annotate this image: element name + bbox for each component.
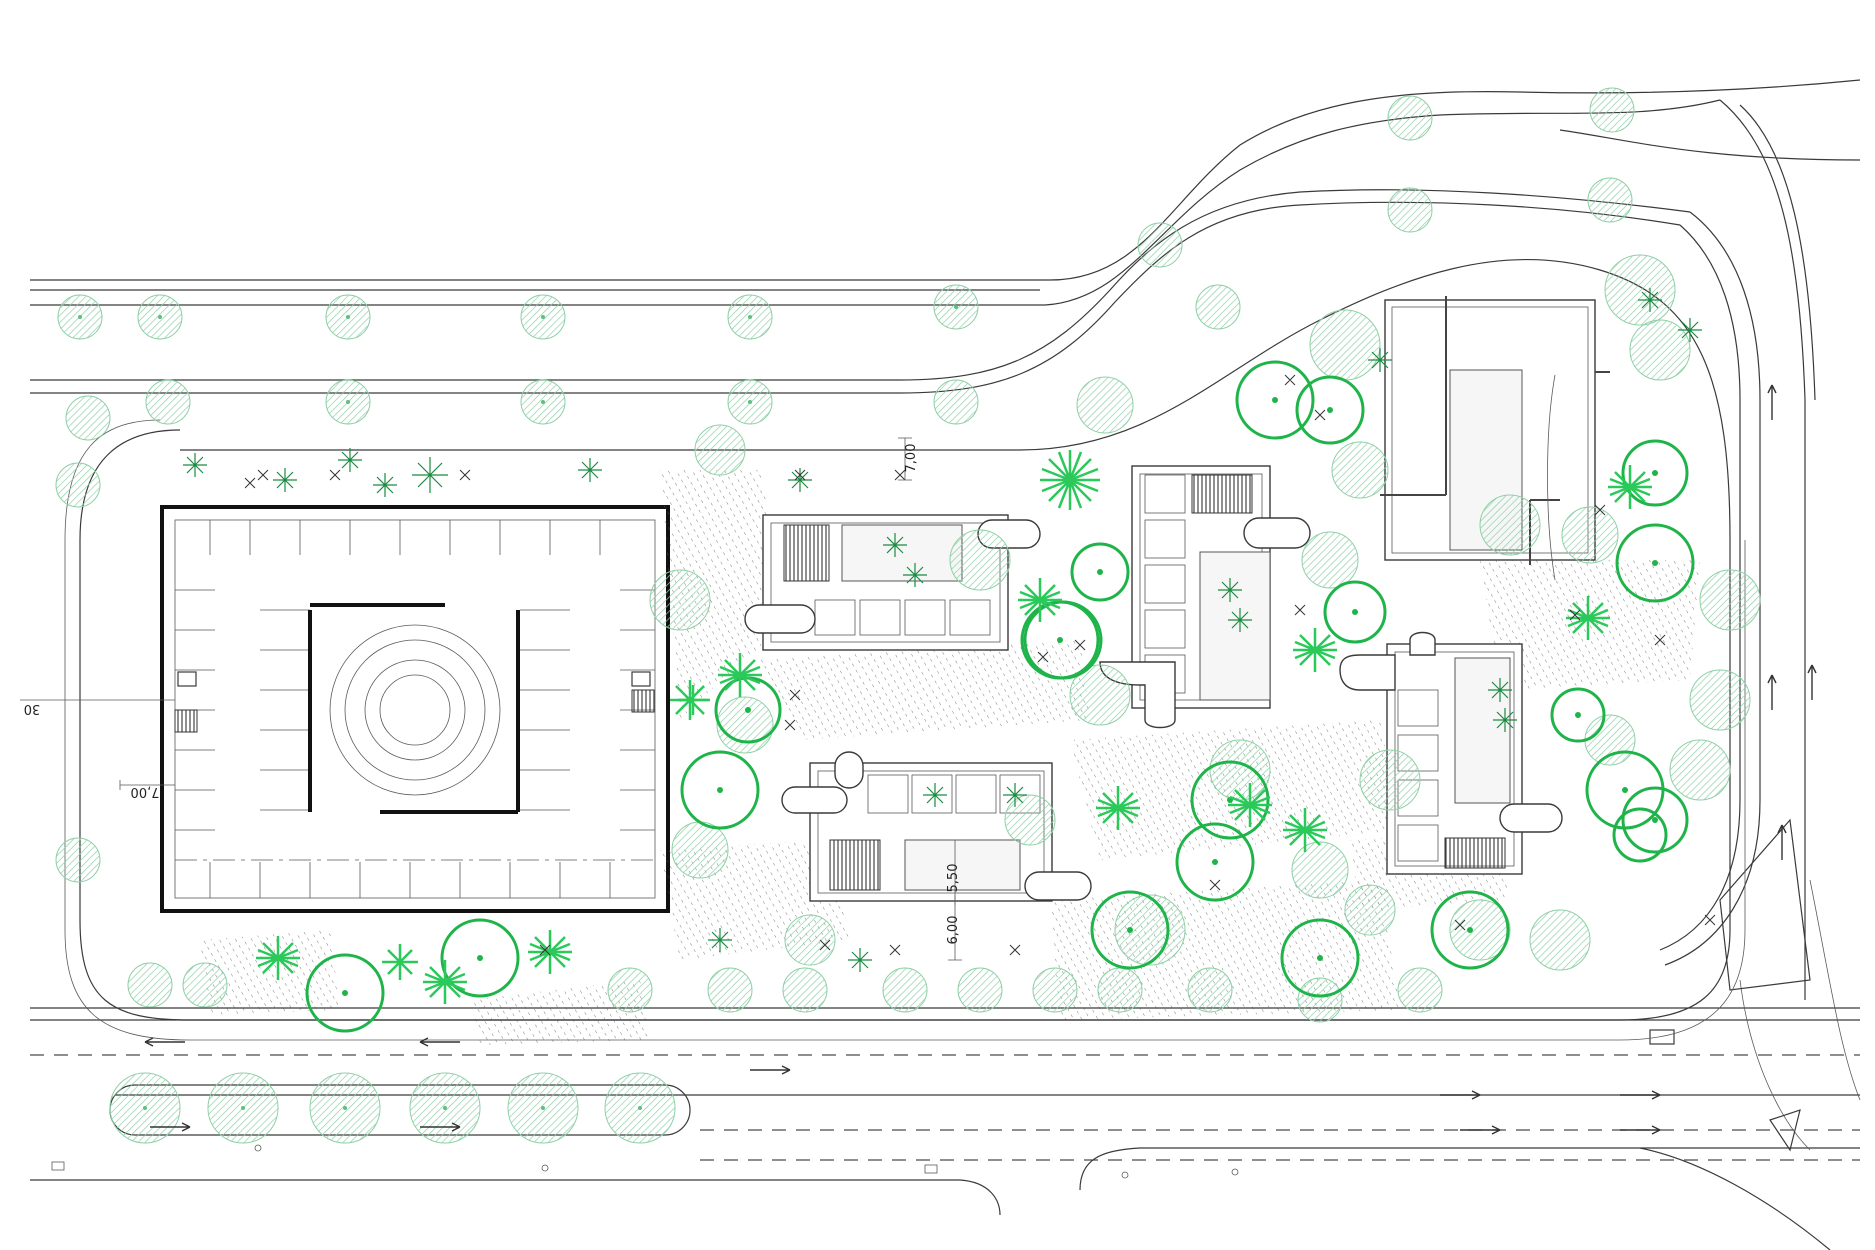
dim-south-gap: 6,00 — [946, 916, 961, 945]
road-arrows — [144, 384, 1817, 1135]
dim-north-gap: 7,00 — [904, 444, 919, 473]
building-b — [1099, 465, 1311, 729]
dim-courtyard-gap: 5,50 — [946, 864, 961, 893]
palms — [256, 450, 1652, 1004]
parking-garage — [20, 505, 670, 913]
shrubs — [183, 288, 1702, 972]
ground-markers — [244, 374, 1716, 956]
trees-hatched — [55, 87, 1761, 1144]
dim-garage-cut: 30 — [24, 701, 41, 716]
site-boundary — [64, 259, 1746, 1041]
trees-outlined — [305, 360, 1695, 1033]
fixtures — [51, 1144, 1239, 1179]
dim-garage-side: 7,00 — [131, 784, 160, 799]
building-e — [781, 751, 1092, 902]
tree-centers — [342, 397, 1658, 996]
dimensions: 7,00 30 7,00 5,50 6,00 — [24, 437, 962, 961]
